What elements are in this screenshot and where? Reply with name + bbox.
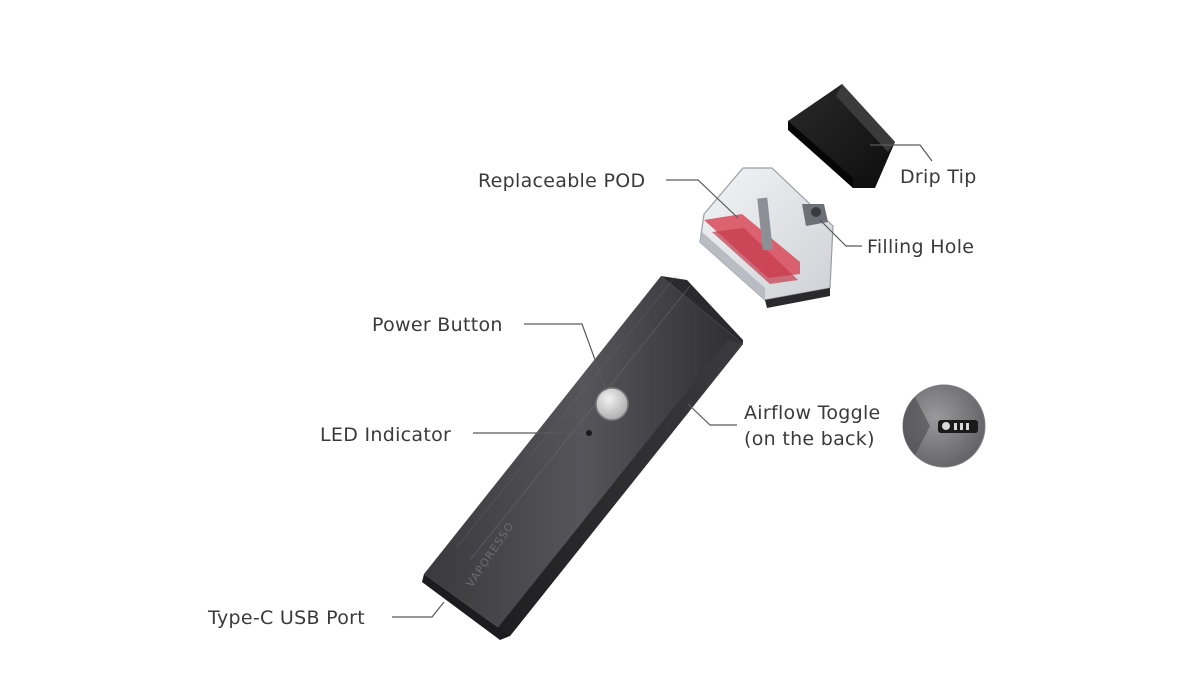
leader-lines — [392, 144, 933, 618]
label-drip-tip: Drip Tip — [900, 166, 977, 188]
label-led-indicator: LED Indicator — [320, 424, 451, 446]
label-replaceable-pod: Replaceable POD — [478, 170, 645, 192]
airflow-toggle-inset — [902, 384, 986, 468]
label-power-button: Power Button — [372, 314, 503, 336]
led-indicator — [586, 430, 592, 436]
power-button[interactable] — [595, 387, 629, 421]
drip-tip — [788, 84, 895, 188]
label-airflow-toggle-note: (on the back) — [744, 428, 875, 450]
label-filling-hole: Filling Hole — [867, 236, 974, 258]
device-body — [422, 275, 743, 640]
replaceable-pod — [699, 167, 834, 308]
label-usb-port: Type-C USB Port — [207, 607, 365, 629]
label-airflow-toggle: Airflow Toggle — [744, 402, 881, 424]
